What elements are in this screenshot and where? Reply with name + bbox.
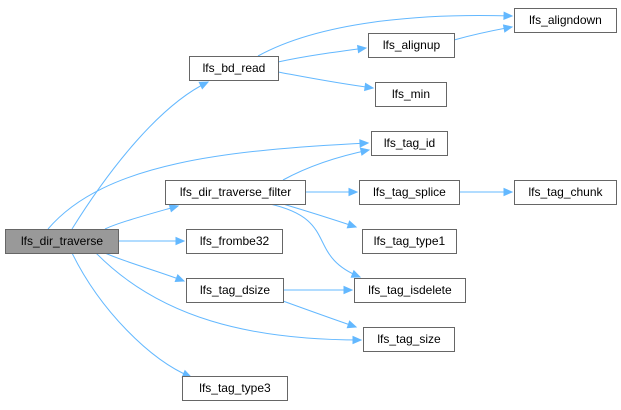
arrowhead-icon — [174, 273, 186, 282]
node-tag-size[interactable]: lfs_tag_size — [363, 327, 455, 352]
node-label: lfs_frombe32 — [200, 234, 270, 248]
edge-line — [104, 252, 185, 282]
node-label: lfs_tag_size — [377, 332, 441, 346]
edge-line — [277, 71, 374, 89]
node-tag-type1[interactable]: lfs_tag_type1 — [362, 229, 457, 254]
arrowhead-icon — [359, 147, 371, 156]
arrowhead-icon — [198, 81, 210, 90]
node-tag-dsize[interactable]: lfs_tag_dsize — [186, 278, 284, 303]
node-box[interactable] — [368, 33, 455, 58]
edge-tag-splice-to-tag-chunk — [459, 187, 514, 197]
node-tag-type3[interactable]: lfs_tag_type3 — [182, 376, 288, 401]
edge-dir-traverse-filter-to-tag-type1 — [282, 203, 358, 229]
node-label: lfs_tag_chunk — [528, 185, 603, 199]
node-box[interactable] — [363, 327, 455, 352]
node-tag-splice[interactable]: lfs_tag_splice — [359, 180, 460, 205]
edge-bd-read-to-min — [277, 71, 375, 92]
node-min[interactable]: lfs_min — [375, 82, 447, 107]
edge-line — [104, 205, 179, 230]
node-label: lfs_tag_dsize — [200, 283, 270, 297]
arrowhead-icon — [359, 139, 370, 148]
node-label: lfs_min — [392, 87, 430, 101]
node-label: lfs_tag_splice — [373, 185, 446, 199]
node-box[interactable] — [182, 376, 288, 401]
arrowhead-icon — [343, 285, 354, 295]
node-box[interactable] — [354, 278, 466, 303]
node-box[interactable] — [186, 229, 283, 254]
arrowhead-icon — [357, 44, 368, 54]
node-label: lfs_tag_type1 — [374, 234, 446, 248]
arrowhead-icon — [364, 82, 375, 92]
edge-tag-dsize-to-tag-size — [282, 300, 358, 329]
edge-tag-dsize-to-tag-isdelete — [283, 285, 354, 295]
arrowhead-icon — [502, 24, 514, 33]
node-box[interactable] — [371, 131, 448, 156]
edge-line — [257, 14, 513, 57]
node-tag-isdelete[interactable]: lfs_tag_isdelete — [354, 278, 466, 303]
edge-line — [47, 142, 369, 230]
edge-dir-traverse-to-dir-traverse-filter — [104, 204, 180, 230]
edge-dir-traverse-to-tag-size — [95, 252, 363, 345]
edge-bd-read-to-alignup — [277, 44, 368, 63]
node-box[interactable] — [5, 229, 119, 254]
arrowhead-icon — [503, 11, 514, 20]
edge-alignup-to-aligndown — [453, 24, 514, 41]
node-label: lfs_aligndown — [529, 13, 602, 27]
node-frombe32[interactable]: lfs_frombe32 — [186, 229, 283, 254]
node-box[interactable] — [375, 82, 447, 107]
node-tag-id[interactable]: lfs_tag_id — [371, 131, 448, 156]
node-label: lfs_tag_isdelete — [368, 283, 452, 297]
node-label: lfs_dir_traverse — [21, 234, 103, 248]
edge-dir-traverse-filter-to-tag-id — [282, 147, 371, 181]
node-box[interactable] — [165, 180, 306, 205]
edge-line — [95, 252, 362, 341]
edge-dir-traverse-filter-to-tag-isdelete — [269, 203, 362, 278]
edge-line — [277, 47, 367, 63]
node-box[interactable] — [189, 56, 279, 81]
edge-dir-traverse-filter-to-tag-splice — [305, 187, 359, 197]
node-dir-traverse[interactable]: lfs_dir_traverse — [5, 229, 119, 254]
arrowhead-icon — [346, 220, 358, 229]
node-label: lfs_tag_type3 — [199, 381, 271, 395]
arrowhead-icon — [348, 187, 359, 197]
node-alignup[interactable]: lfs_alignup — [368, 33, 455, 58]
node-dir-traverse-filter[interactable]: lfs_dir_traverse_filter — [165, 180, 306, 205]
node-label: lfs_alignup — [383, 38, 441, 52]
edge-dir-traverse-to-tag-type3 — [71, 252, 193, 378]
node-bd-read[interactable]: lfs_bd_read — [189, 56, 279, 81]
node-box[interactable] — [359, 180, 460, 205]
edge-line — [453, 26, 513, 41]
node-box[interactable] — [186, 278, 284, 303]
node-box[interactable] — [514, 180, 617, 205]
node-box[interactable] — [514, 8, 617, 33]
edge-dir-traverse-to-tag-id — [47, 139, 370, 230]
node-aligndown[interactable]: lfs_aligndown — [514, 8, 617, 33]
arrowhead-icon — [168, 204, 180, 213]
edge-line — [282, 203, 357, 228]
arrowhead-icon — [175, 236, 186, 246]
edge-bd-read-to-aligndown — [257, 11, 514, 57]
edge-dir-traverse-to-frombe32 — [118, 236, 186, 246]
node-box[interactable] — [362, 229, 457, 254]
nodes-layer: lfs_dir_traverselfs_bd_readlfs_alignuplf… — [5, 8, 617, 401]
edge-line — [71, 252, 192, 378]
arrowhead-icon — [352, 335, 363, 345]
edge-dir-traverse-to-bd-read — [71, 81, 210, 230]
edge-line — [282, 149, 370, 181]
node-label: lfs_bd_read — [203, 61, 266, 75]
node-tag-chunk[interactable]: lfs_tag_chunk — [514, 180, 617, 205]
arrowhead-icon — [350, 269, 362, 278]
edge-dir-traverse-to-tag-dsize — [104, 252, 186, 282]
node-label: lfs_dir_traverse_filter — [180, 185, 291, 199]
edge-line — [71, 81, 209, 230]
arrowhead-icon — [503, 187, 514, 197]
edge-line — [269, 203, 361, 278]
node-label: lfs_tag_id — [384, 136, 435, 150]
arrowhead-icon — [346, 320, 358, 329]
edges-layer — [47, 11, 514, 378]
edge-line — [282, 300, 357, 328]
